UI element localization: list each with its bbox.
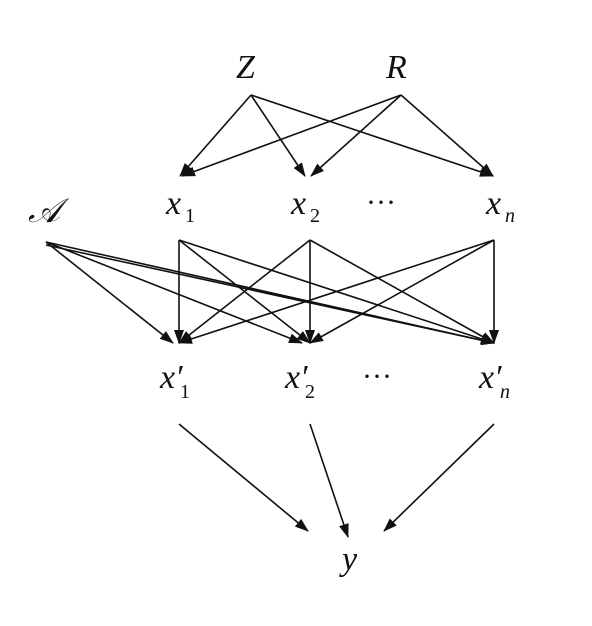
svg-text:1: 1: [185, 205, 195, 227]
edge-R-to-x2: [310, 94, 402, 177]
edge-xn-to-xp1: [178, 239, 495, 344]
edge-A-to-xp2: [45, 241, 303, 344]
svg-text:2: 2: [310, 205, 320, 227]
node-xn: x n: [485, 185, 515, 227]
svg-text:x: x: [485, 185, 501, 222]
edge-R-to-x1: [181, 94, 402, 177]
edge-A-to-xpn: [45, 244, 495, 346]
node-x-ellipsis: ···: [366, 186, 396, 219]
svg-text:2: 2: [305, 381, 315, 403]
edge-Z-to-x1: [179, 94, 252, 177]
node-x1: x 1: [165, 185, 195, 227]
edge-xp1-to-y: [178, 423, 309, 532]
svg-text:x: x: [165, 185, 181, 222]
svg-text:x: x: [290, 185, 306, 222]
node-y: y: [339, 541, 358, 578]
edge-Z-to-xn: [250, 94, 494, 177]
edge-xn-to-xp2: [309, 239, 495, 344]
node-r: R: [385, 49, 407, 86]
edge-xpn-to-y: [383, 423, 495, 532]
svg-text:n: n: [500, 381, 510, 403]
node-a: 𝒜: [28, 193, 70, 230]
node-xprimen: x′ n: [478, 359, 510, 403]
node-xprime1: x′ 1: [159, 359, 190, 403]
svg-text:x′: x′: [478, 359, 502, 396]
node-xprime-ellipsis: ···: [362, 360, 392, 393]
node-xprime2: x′ 2: [284, 359, 315, 403]
edge-A-to-xp1: [45, 241, 174, 344]
edge-Z-to-x2: [250, 94, 306, 177]
node-x2: x 2: [290, 185, 320, 227]
svg-text:x′: x′: [159, 359, 183, 396]
edge-xp2-to-y: [309, 423, 349, 538]
svg-text:1: 1: [180, 381, 190, 403]
svg-text:x′: x′: [284, 359, 308, 396]
edge-x2-to-xp1: [178, 239, 311, 344]
edges-layer: [45, 94, 499, 538]
node-z: Z: [236, 49, 256, 86]
edge-R-to-xn: [400, 94, 494, 177]
svg-text:n: n: [505, 205, 515, 227]
